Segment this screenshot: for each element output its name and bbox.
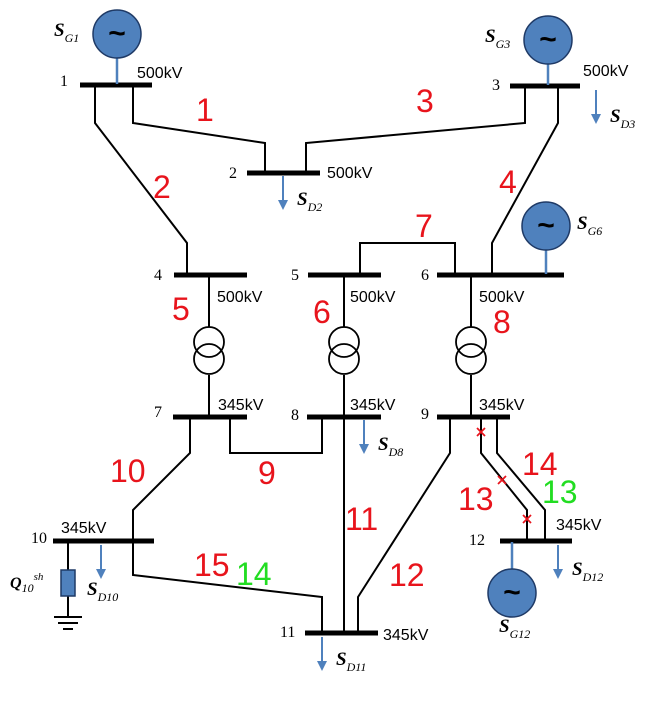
- branch-label-14: 14: [522, 446, 558, 482]
- generator-g6-icon: ~: [521, 201, 571, 274]
- bus-9-voltage: 345kV: [479, 397, 525, 414]
- bus-5-number: 5: [291, 267, 299, 284]
- load-d12-arrow-icon: [552, 544, 564, 580]
- generators: ~ ~ ~ ~: [92, 9, 573, 618]
- branch-label-12: 12: [389, 557, 425, 593]
- generator-g12-icon: ~: [487, 542, 537, 618]
- generator-g1-label: SG1: [54, 20, 79, 45]
- branch-4-line: [491, 86, 559, 275]
- bus-5-voltage: 500kV: [350, 289, 396, 306]
- bus-2-number: 2: [229, 165, 237, 182]
- load-d11-label: SD11: [336, 649, 366, 674]
- transformer-8-icon: [455, 326, 487, 375]
- load-d2-label: SD2: [297, 189, 322, 214]
- branch-15-line: [132, 542, 323, 632]
- branch-label-2: 2: [153, 169, 171, 205]
- branch-10-line: [132, 418, 191, 540]
- bus-8-voltage: 345kV: [350, 397, 396, 414]
- generator-g3-label: SG3: [485, 26, 510, 51]
- branch-14-line: [496, 418, 546, 540]
- branch-label-4: 4: [499, 164, 517, 200]
- branch-label-13: 13: [458, 481, 494, 517]
- generator-labels: SG1 SG3 SG6 SG12: [54, 20, 602, 641]
- load-d11-arrow-icon: [316, 636, 328, 672]
- shunt-compensator-icon: [54, 569, 82, 630]
- bus-10-voltage: 345kV: [61, 520, 107, 537]
- branch-2-line: [94, 85, 188, 274]
- bus-numbers: 1 2 3 4 5 6 7 8 9 10 11 12: [31, 73, 500, 641]
- branch-9-line: [229, 418, 323, 454]
- branch-label-3: 3: [416, 83, 434, 119]
- bus-7-voltage: 345kV: [218, 397, 264, 414]
- branch-label-11: 11: [345, 501, 378, 537]
- load-d2-arrow-icon: [277, 175, 289, 211]
- generator-g1-glyph: ~: [108, 17, 126, 50]
- bus-4-number: 4: [154, 267, 162, 284]
- generator-g3-glyph: ~: [539, 23, 557, 56]
- bus-4-voltage: 500kV: [217, 289, 263, 306]
- bus-1-voltage: 500kV: [137, 65, 183, 82]
- bus-1-number: 1: [60, 73, 68, 90]
- load-labels: SD2 SD3 SD8 SD10 SD11 SD12: [87, 106, 635, 674]
- open-mark-icon: [497, 475, 507, 485]
- branch-12-line: [357, 418, 451, 632]
- bus-8-number: 8: [291, 407, 299, 424]
- branch-label-8: 8: [493, 304, 511, 340]
- load-d8-label: SD8: [378, 434, 403, 459]
- branch-label-15: 15: [194, 547, 230, 583]
- bus-3-voltage: 500kV: [583, 63, 629, 80]
- generator-g6-label: SG6: [577, 213, 602, 238]
- branch-label-1: 1: [196, 92, 214, 128]
- bus-7-number: 7: [154, 404, 162, 421]
- branch-7-line: [359, 242, 456, 275]
- open-mark-icon: [476, 427, 486, 437]
- load-d8-arrow-icon: [358, 419, 370, 455]
- load-d3-label: SD3: [610, 106, 635, 131]
- bus-6-voltage: 500kV: [479, 289, 525, 306]
- bus-10-number: 10: [31, 530, 47, 547]
- open-marks: [476, 427, 532, 524]
- open-mark-icon: [522, 514, 532, 524]
- renumbered-label-14: 14: [236, 556, 272, 592]
- voltage-labels: 500kV 500kV 500kV 500kV 500kV 500kV 345k…: [61, 63, 629, 644]
- bus-6-number: 6: [421, 267, 429, 284]
- renumbered-labels: 13 14: [236, 474, 578, 592]
- transformer-5-icon: [193, 326, 225, 375]
- bus-12-number: 12: [469, 532, 485, 549]
- generator-g12-label: SG12: [499, 616, 530, 641]
- branch-label-9: 9: [258, 455, 276, 491]
- branch-label-6: 6: [313, 294, 331, 330]
- load-d3-arrow-icon: [590, 89, 602, 125]
- branches: [67, 85, 559, 632]
- bus-11-number: 11: [280, 624, 295, 641]
- generator-g12-glyph: ~: [503, 576, 521, 609]
- load-d10-arrow-icon: [95, 544, 107, 580]
- transformers: [193, 326, 487, 375]
- branch-label-10: 10: [110, 453, 146, 489]
- bus-9-number: 9: [421, 406, 429, 423]
- renumbered-label-13: 13: [542, 474, 578, 510]
- bus-3-number: 3: [492, 77, 500, 94]
- branch-3-line: [305, 86, 526, 172]
- bus-2-voltage: 500kV: [327, 165, 373, 182]
- load-d10-label: SD10: [87, 579, 118, 604]
- branch-label-7: 7: [415, 208, 433, 244]
- buses: [53, 82, 580, 636]
- generator-g6-glyph: ~: [537, 209, 555, 242]
- generator-g1-icon: ~: [92, 9, 142, 84]
- shunt-label: Q10sh: [10, 571, 44, 595]
- bus-11-voltage: 345kV: [383, 627, 429, 644]
- branch-labels: 1 2 3 4 5 6 7 8 9 10 11 12 13 14 15: [110, 83, 558, 593]
- branch-label-5: 5: [172, 291, 190, 327]
- branch-1-line: [132, 85, 266, 172]
- load-d12-label: SD12: [572, 559, 603, 584]
- generator-g3-icon: ~: [523, 15, 573, 85]
- bus-12-voltage: 345kV: [556, 517, 602, 534]
- transformer-6-icon: [328, 326, 360, 375]
